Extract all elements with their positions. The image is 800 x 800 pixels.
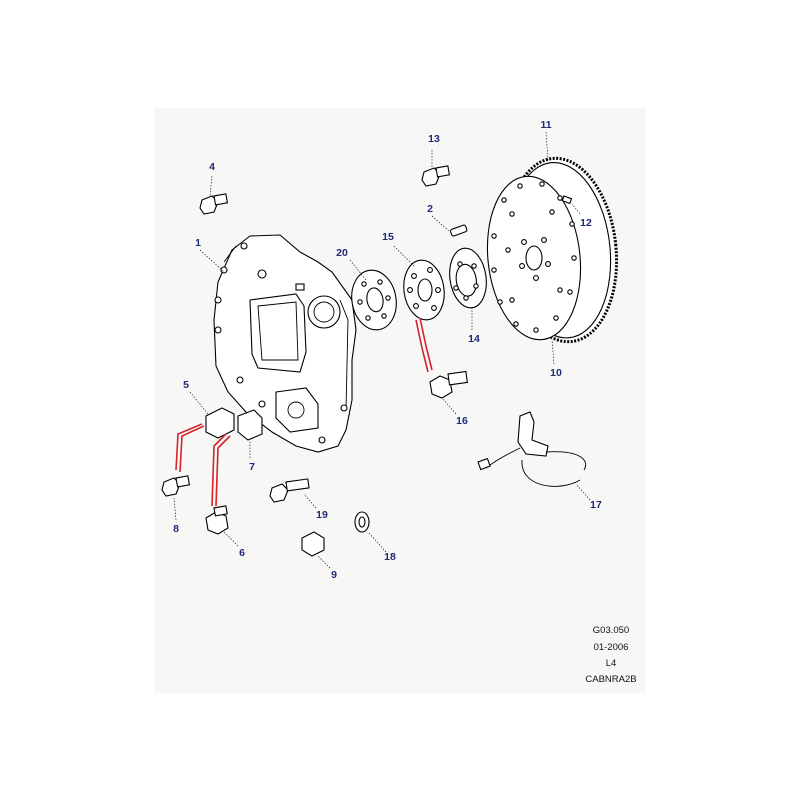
callout-7[interactable]: 7 <box>249 461 255 473</box>
callout-1[interactable]: 1 <box>195 237 201 249</box>
part-bolt-16[interactable] <box>429 370 468 399</box>
callout-5[interactable]: 5 <box>183 379 189 391</box>
callout-labels: 4 1 13 2 11 12 20 15 14 10 16 17 5 7 8 6… <box>173 119 602 581</box>
callout-19[interactable]: 19 <box>316 509 328 521</box>
callout-13[interactable]: 13 <box>428 133 440 145</box>
callout-17[interactable]: 17 <box>590 499 602 511</box>
callout-11[interactable]: 11 <box>540 119 551 131</box>
callout-18[interactable]: 18 <box>384 551 396 563</box>
part-flexplate-10[interactable] <box>480 153 626 347</box>
part-plug-9[interactable] <box>301 531 325 557</box>
callout-20[interactable]: 20 <box>336 247 348 259</box>
part-bolt-8[interactable] <box>161 475 191 497</box>
ref-date: 01-2006 <box>594 642 629 653</box>
relation-lines <box>175 317 433 507</box>
leader-lines <box>173 131 591 569</box>
reference-block: G03.050 01-2006 L4 CABNRA2B <box>585 625 636 685</box>
part-adaptor-15[interactable] <box>400 258 448 323</box>
part-washer-18[interactable] <box>354 511 370 533</box>
callout-9[interactable]: 9 <box>331 569 337 581</box>
callout-2[interactable]: 2 <box>427 203 433 215</box>
part-spacer-20[interactable] <box>347 267 401 334</box>
callout-10[interactable]: 10 <box>550 367 562 379</box>
ref-code: G03.050 <box>593 625 629 636</box>
part-bolt-4[interactable] <box>199 193 229 215</box>
part-adaptor-plate[interactable] <box>213 234 357 453</box>
callout-12[interactable]: 12 <box>580 217 592 229</box>
part-cover-5[interactable] <box>205 407 235 439</box>
callout-6[interactable]: 6 <box>239 547 245 559</box>
part-spacer-14[interactable] <box>446 246 490 310</box>
part-sensor-17[interactable] <box>477 411 586 487</box>
ref-id: CABNRA2B <box>585 674 636 685</box>
part-cover-7[interactable] <box>237 409 263 441</box>
part-bolt-13[interactable] <box>421 165 451 187</box>
part-dowel-2[interactable] <box>450 224 468 237</box>
callout-16[interactable]: 16 <box>456 415 468 427</box>
callout-8[interactable]: 8 <box>173 523 179 535</box>
ref-engine: L4 <box>606 658 617 669</box>
callout-4[interactable]: 4 <box>209 161 215 173</box>
callout-15[interactable]: 15 <box>382 231 394 243</box>
callout-14[interactable]: 14 <box>468 333 480 345</box>
part-plug-6[interactable] <box>205 505 229 535</box>
part-bolt-19[interactable] <box>269 478 310 503</box>
